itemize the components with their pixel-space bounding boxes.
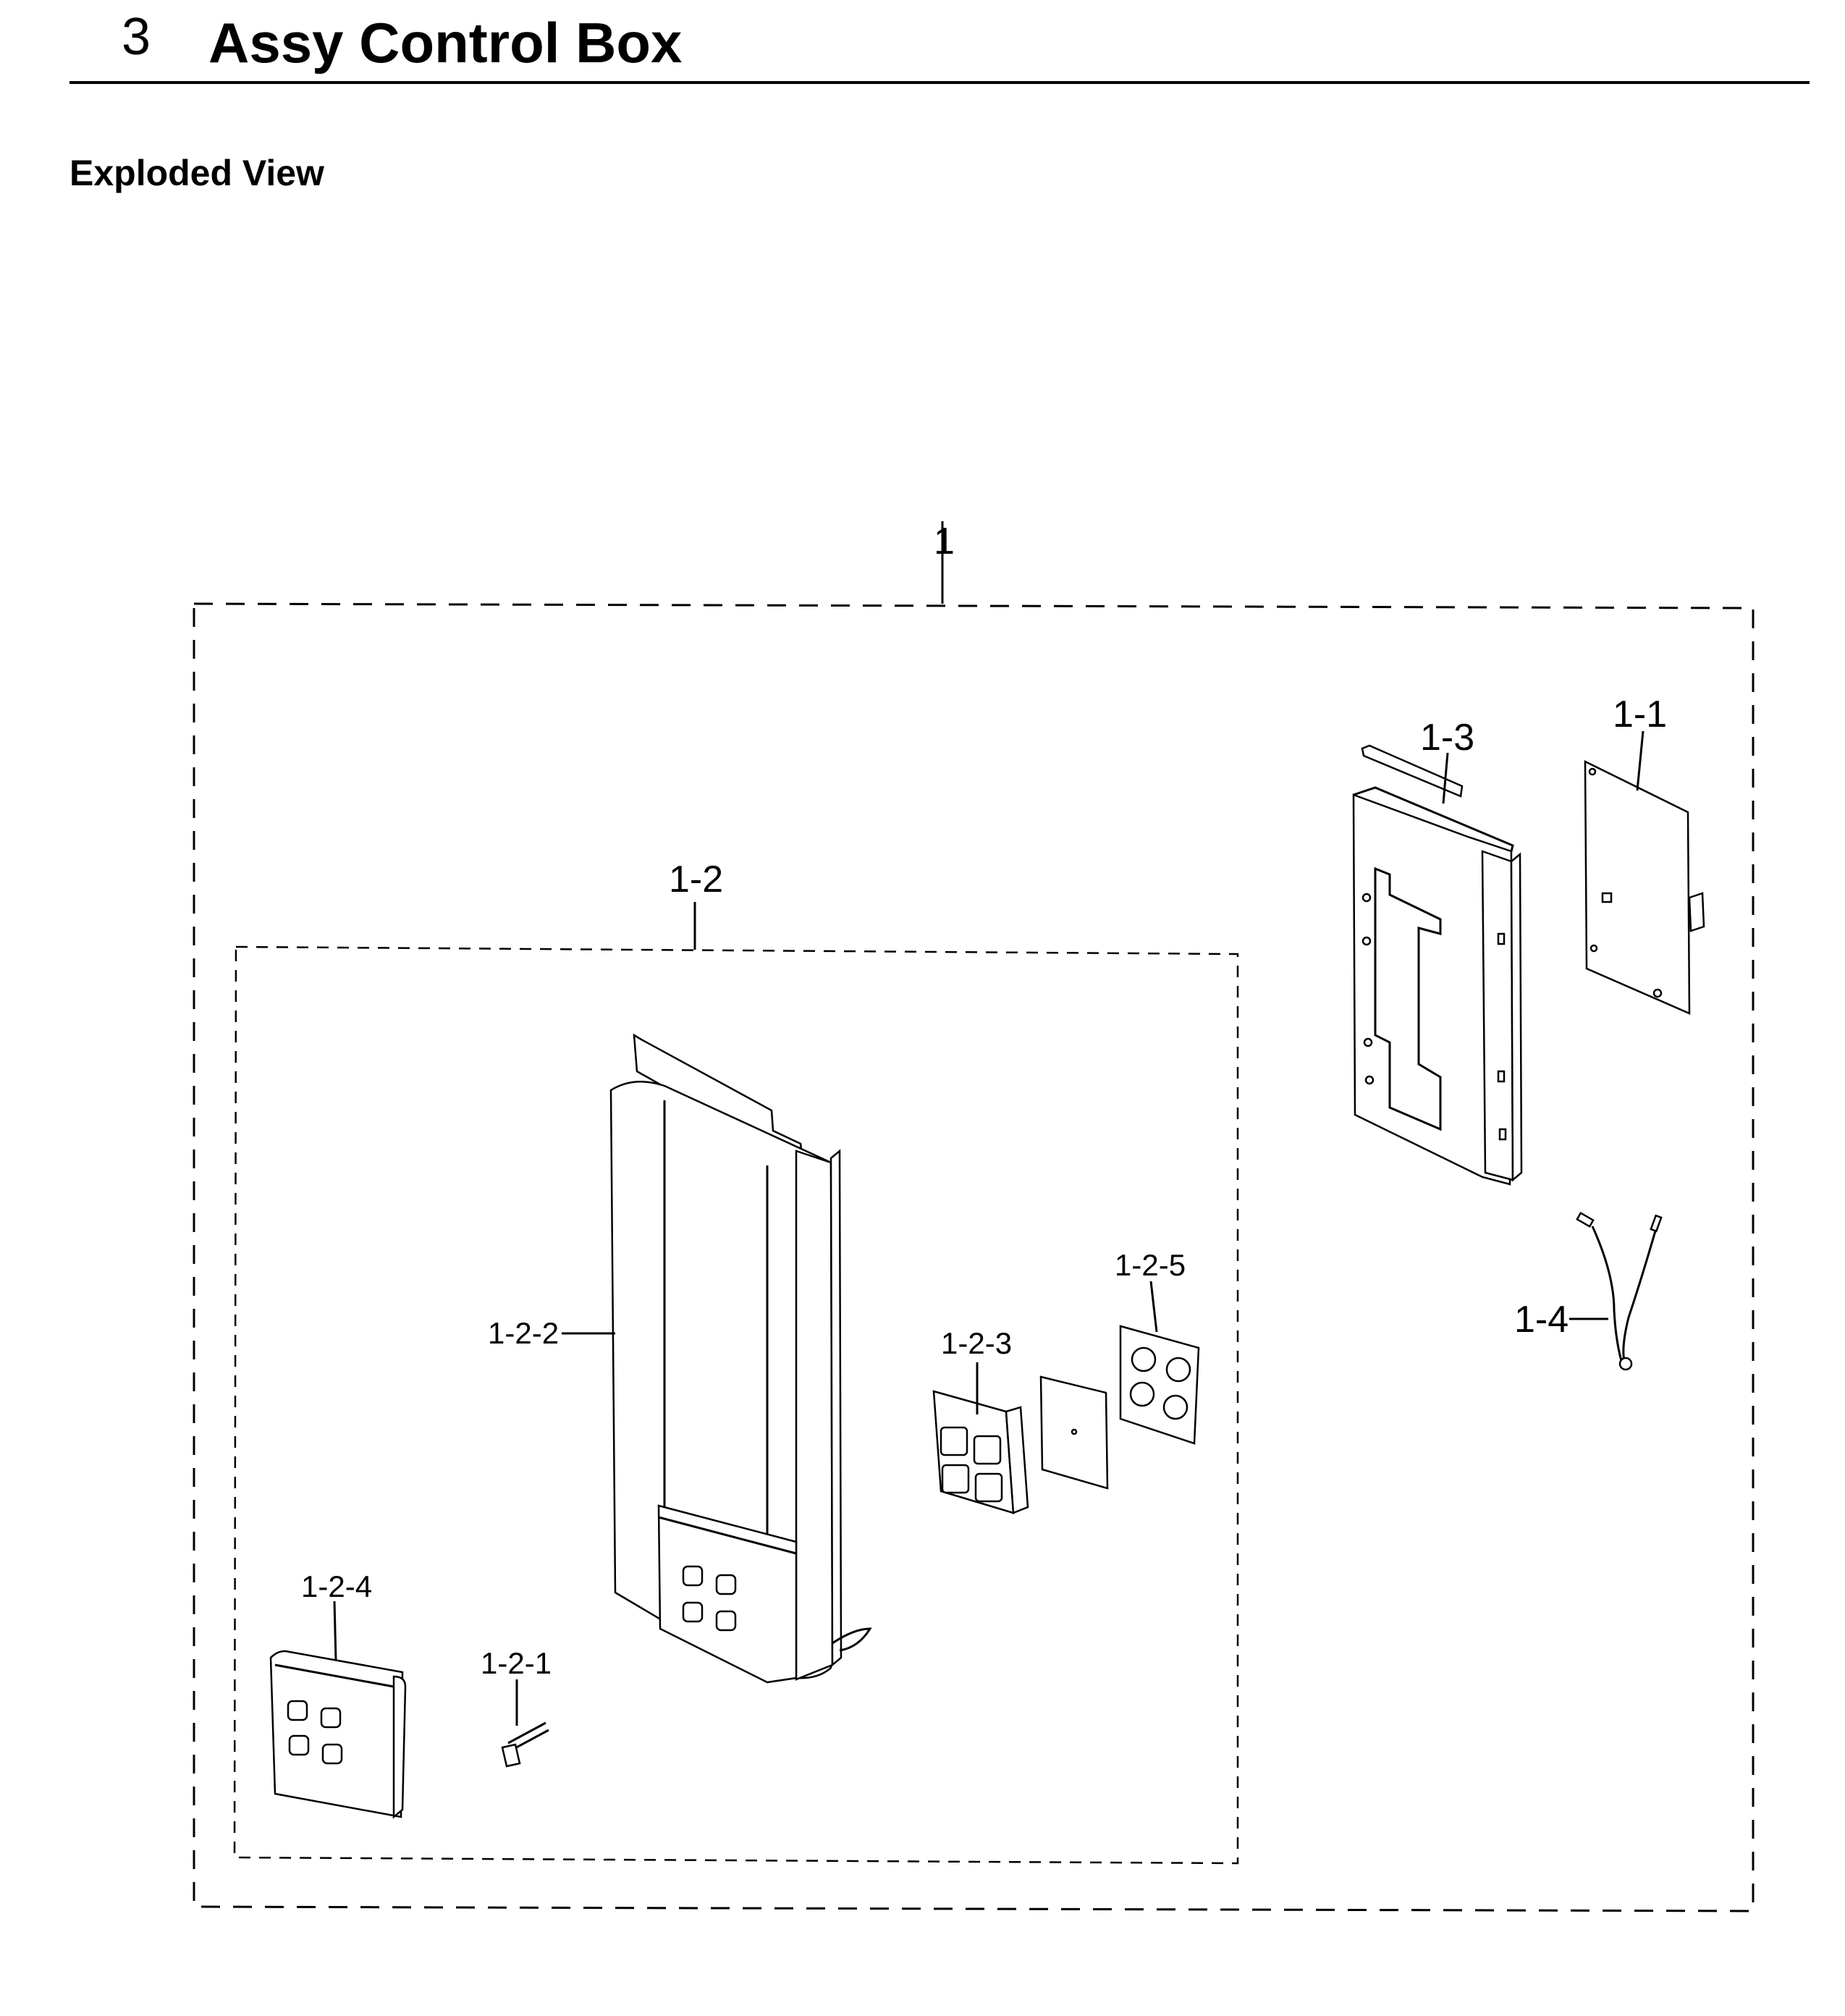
callout-1-2-5: 1-2-5 [1115, 1248, 1186, 1282]
callout-1-3: 1-3 [1420, 717, 1474, 759]
part-pcb [1584, 759, 1705, 1015]
callout-1-2: 1-2 [669, 859, 723, 901]
callout-1-4: 1-4 [1514, 1299, 1569, 1341]
part-button-block [932, 1390, 1029, 1514]
case-leader [1442, 752, 1449, 804]
deco-leader [333, 1600, 337, 1661]
part-deco-panel [269, 1650, 407, 1819]
part-spring [501, 1721, 549, 1768]
subassembly-boundary [233, 945, 1239, 1865]
callout-1-1: 1-1 [1613, 693, 1667, 735]
callout-1-2-1: 1-2-1 [481, 1646, 552, 1680]
pcb-leader [1636, 730, 1645, 791]
part-cover-front [609, 1033, 872, 1684]
callout-1-2-2: 1-2-2 [488, 1316, 559, 1350]
callout-1-2-4: 1-2-4 [301, 1569, 372, 1603]
part-case [1352, 744, 1523, 1186]
section-subheading: Exploded View [69, 153, 324, 193]
section-number: 3 [122, 8, 151, 66]
callout-1: 1 [934, 520, 955, 562]
board-leader [1149, 1281, 1158, 1333]
part-board-small [1119, 1325, 1200, 1445]
part-wire-harness [1576, 1211, 1663, 1371]
callout-1-2-3: 1-2-3 [941, 1326, 1012, 1360]
assembly-boundary [193, 602, 1755, 1912]
page-title: Assy Control Box [208, 11, 683, 75]
title-rule [69, 81, 1810, 84]
